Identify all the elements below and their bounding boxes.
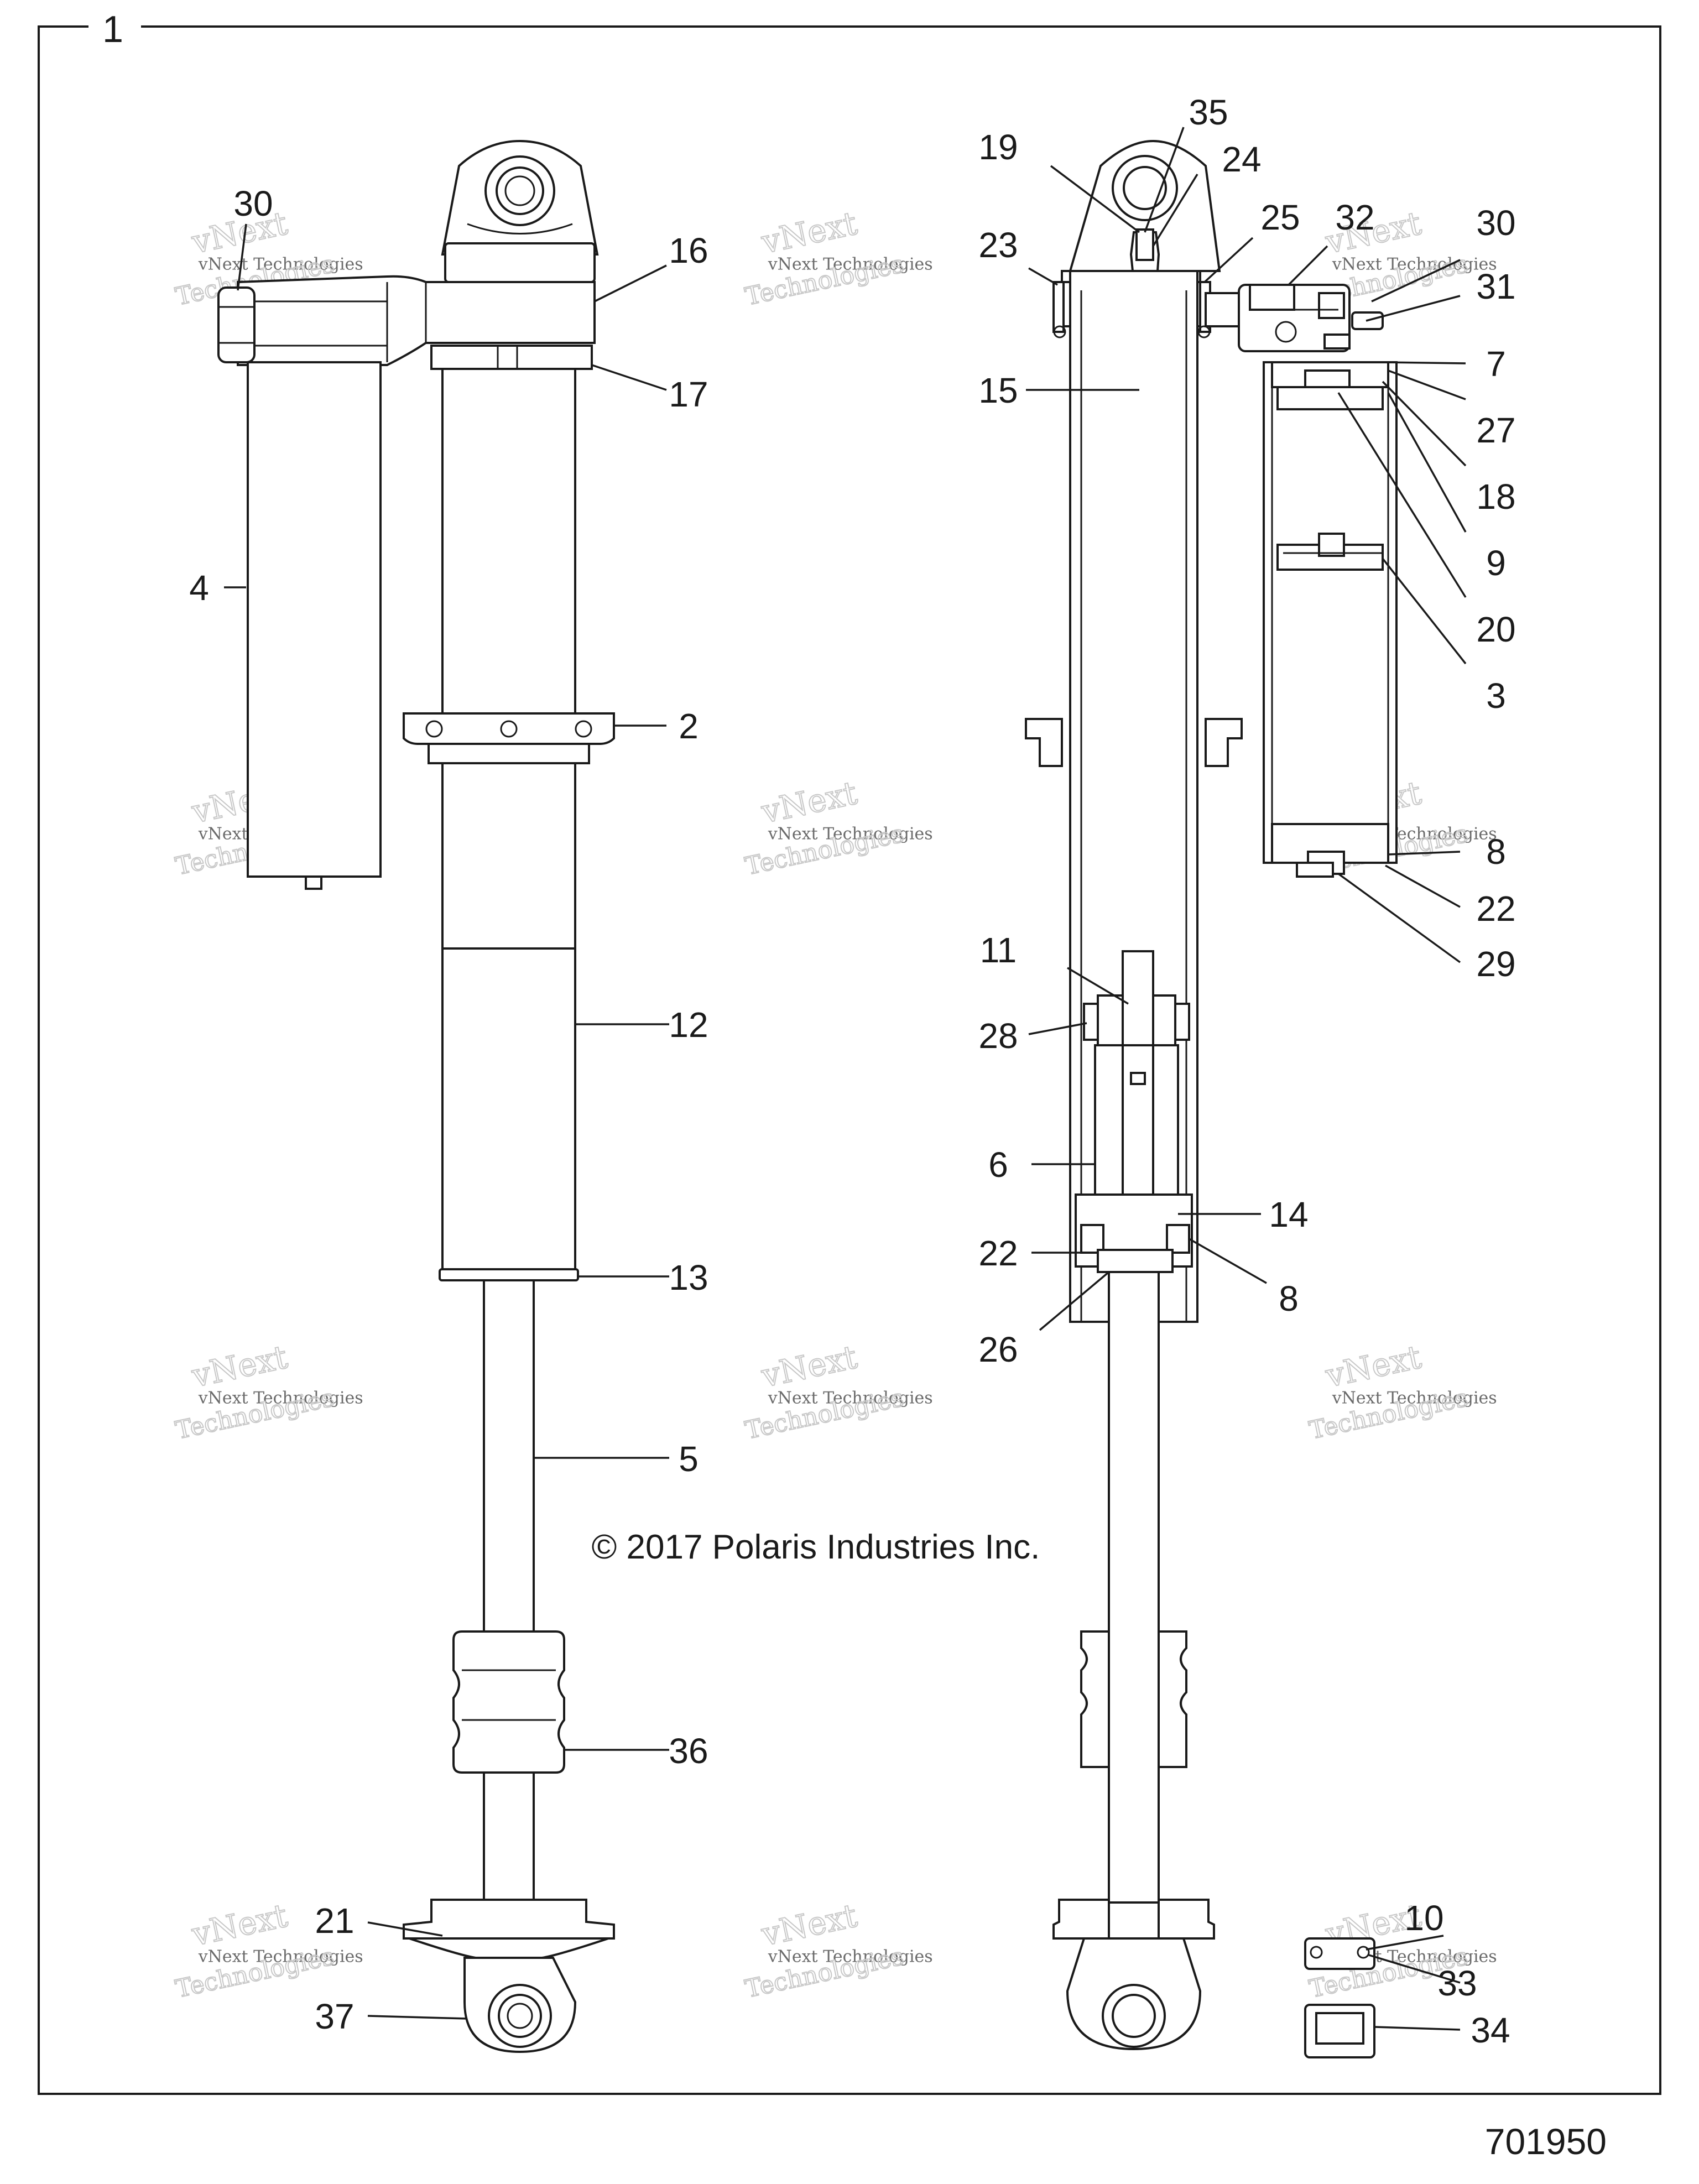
callout-11: 11: [980, 930, 1017, 970]
svg-text:vNext Technologies: vNext Technologies: [1332, 255, 1497, 274]
svg-text:vNext Technologies: vNext Technologies: [198, 1947, 363, 1967]
callout-6: 6: [988, 1145, 1008, 1185]
callout-25: 25: [1260, 197, 1300, 237]
svg-text:vNext: vNext: [758, 774, 860, 831]
callouts-right: 35 19 24 25 32 30 23 31 7 15 27 18 9 20 …: [978, 92, 1515, 2050]
callouts-left: 30 16 17 4 2 12 13 5 36 21 37: [189, 184, 708, 2036]
callout-28: 28: [978, 1016, 1018, 1056]
callout-5: 5: [679, 1439, 699, 1479]
callout-19: 19: [978, 127, 1018, 167]
callout-33: 33: [1437, 1963, 1477, 2003]
callout-15: 15: [978, 371, 1018, 410]
callout-2: 2: [679, 706, 699, 746]
svg-text:vNext: vNext: [758, 204, 860, 261]
callout-35: 35: [1189, 92, 1228, 132]
callout-17: 17: [669, 374, 708, 414]
callout-10: 10: [1404, 1898, 1443, 1938]
bottom-cup: [403, 1899, 615, 1940]
callout-20: 20: [1476, 609, 1515, 649]
watermark: vNext vNext Technologies Technologies: [742, 1337, 933, 1445]
svg-text:vNext: vNext: [1322, 1338, 1424, 1395]
callout-30: 30: [233, 184, 273, 223]
svg-text:vNext: vNext: [188, 1338, 290, 1395]
callout-14: 14: [1269, 1195, 1308, 1234]
leader-lines: [224, 127, 1467, 2031]
callout-27: 27: [1476, 410, 1515, 450]
svg-text:vNext Technologies: vNext Technologies: [768, 1389, 933, 1408]
callout-12: 12: [669, 1005, 708, 1045]
callout-31: 31: [1476, 267, 1515, 306]
reservoir-valve-body: [1205, 292, 1240, 327]
reservoir-cutaway: [1263, 361, 1398, 864]
svg-text:vNext Technologies: vNext Technologies: [1332, 1389, 1497, 1408]
watermark: vNext vNext Technologies Technologies: [742, 773, 933, 881]
callout-30-right: 30: [1476, 203, 1515, 243]
callout-21: 21: [315, 1901, 354, 1941]
callout-4: 4: [189, 568, 209, 608]
left-shock-exterior: [217, 139, 615, 2053]
callout-16: 16: [669, 231, 708, 270]
callout-8: 8: [1486, 832, 1506, 872]
callout-26: 26: [978, 1330, 1018, 1369]
svg-text:vNext: vNext: [758, 1338, 860, 1395]
callout-18: 18: [1476, 477, 1515, 517]
callout-13: 13: [669, 1258, 708, 1297]
callout-37: 37: [315, 1997, 354, 2036]
watermark: vNext vNext Technologies Technologies: [173, 1337, 363, 1445]
callout-22-lower: 22: [978, 1233, 1018, 1273]
main-body-tube: [441, 368, 576, 726]
preload-ring: [403, 712, 615, 745]
callout-8-lower: 8: [1279, 1279, 1299, 1318]
callout-7: 7: [1486, 344, 1506, 384]
shaft-cutaway: [1108, 1271, 1160, 2009]
callout-34: 34: [1471, 2010, 1510, 2050]
callout-29: 29: [1476, 944, 1515, 984]
body-sleeve: [441, 947, 576, 1273]
svg-text:vNext Technologies: vNext Technologies: [768, 255, 933, 274]
watermarks: vNext vNext Technologies Technologies vN…: [173, 204, 1497, 2004]
svg-text:vNext Technologies: vNext Technologies: [198, 1389, 363, 1408]
watermark: vNext vNext Technologies Technologies: [742, 1896, 933, 2004]
adjuster-knob: [217, 286, 256, 363]
copyright-notice: © 2017 Polaris Industries Inc.: [592, 1528, 1040, 1566]
right-shock-cutaway: [1025, 139, 1398, 2058]
bushing-top: [1304, 1937, 1375, 1970]
reservoir-canister: [247, 361, 382, 878]
reservoir-bridge: [237, 275, 596, 366]
diagram-frame: 1: [38, 6, 1661, 2095]
svg-text:vNext Technologies: vNext Technologies: [198, 255, 363, 274]
svg-text:vNext Technologies: vNext Technologies: [768, 1947, 933, 1967]
callout-3: 3: [1486, 676, 1506, 716]
illustration-number: 701950: [1485, 2121, 1607, 2162]
svg-text:vNext: vNext: [188, 1896, 290, 1953]
bumper-cutaway: [1080, 1630, 1110, 1768]
callout-36: 36: [669, 1731, 708, 1771]
svg-text:vNext: vNext: [758, 1896, 860, 1953]
watermark: vNext vNext Technologies Technologies: [1306, 204, 1497, 311]
callout-22: 22: [1476, 889, 1515, 929]
watermark: vNext vNext Technologies Technologies: [1306, 1337, 1497, 1445]
callout-32: 32: [1335, 197, 1374, 237]
svg-text:vNext Technologies: vNext Technologies: [768, 825, 933, 844]
callout-23: 23: [978, 225, 1018, 265]
watermark: vNext vNext Technologies Technologies: [742, 204, 933, 311]
callout-24: 24: [1222, 139, 1261, 179]
callout-9: 9: [1486, 543, 1506, 583]
assembly-number: 1: [102, 8, 123, 50]
